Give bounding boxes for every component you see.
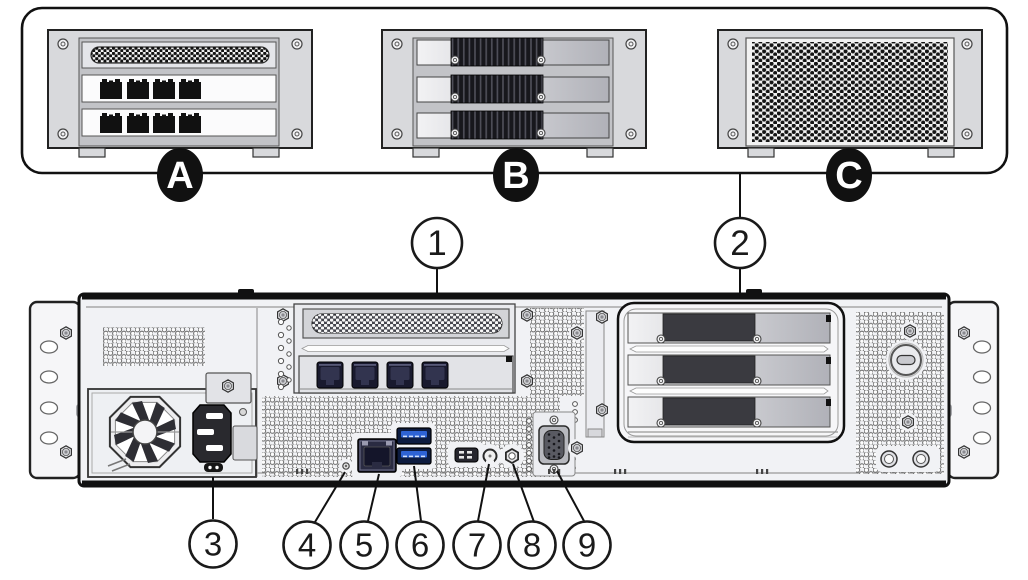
callout-3: 3 [188, 477, 238, 569]
rj45-port-icon [316, 361, 344, 389]
micro-connector [454, 447, 479, 463]
callouts-bottom: 3 4 5 6 7 8 9 [188, 463, 612, 570]
right-rack-ear [946, 300, 1000, 480]
detail-panel-c: C [717, 29, 983, 202]
callout-7: 7 [452, 463, 502, 570]
callout-7-text: 7 [468, 527, 486, 564]
chassis [28, 289, 1000, 488]
management-ethernet-port [357, 438, 397, 473]
psu-handle [107, 458, 131, 472]
perforated-vent [752, 42, 948, 142]
ethernet-ports [298, 355, 514, 394]
callout-9-text: 9 [578, 527, 596, 564]
heatsink-card-2 [416, 74, 610, 104]
callout-1-text: 1 [427, 224, 446, 263]
callout-5-text: 5 [355, 527, 373, 564]
round-button [482, 448, 498, 465]
nic-card-slot [277, 303, 534, 394]
callout-3-text: 3 [204, 526, 222, 563]
power-supply [87, 372, 258, 478]
heatsink-card-3 [416, 110, 610, 140]
callout-1: 1 [410, 216, 464, 365]
usb-port-icon [396, 427, 432, 445]
detail-panel-a: A [47, 29, 313, 202]
pcie-slot-1 [627, 312, 831, 344]
callout-6-text: 6 [411, 527, 429, 564]
callout-2: 2 [713, 173, 767, 305]
round-connectors [880, 450, 930, 468]
io-ports [339, 411, 586, 477]
hex-button [504, 447, 519, 465]
top-left-vent [103, 327, 205, 366]
ethernet-card-row-1 [81, 74, 277, 103]
detail-panels-container: A B [20, 6, 1009, 202]
psu-fan [108, 395, 182, 469]
power-inlet [192, 404, 232, 463]
status-led [342, 462, 350, 470]
detail-panel-b: B [381, 29, 647, 202]
ethernet-card-row-2 [81, 108, 277, 137]
mid-vent [530, 308, 584, 396]
callout-9: 9 [556, 470, 612, 570]
callout-4-text: 4 [298, 527, 316, 564]
callout-5: 5 [339, 473, 389, 570]
rj45-port-icon [100, 79, 122, 99]
detail-label-a-text: A [166, 155, 193, 197]
callout-2-text: 2 [730, 224, 749, 263]
detail-label-b: B [493, 148, 539, 202]
vga-port [532, 411, 576, 477]
callout-8-text: 8 [523, 527, 541, 564]
right-panel [876, 322, 940, 472]
latch-lock [888, 342, 924, 378]
callout-6: 6 [395, 465, 445, 570]
callout-4: 4 [282, 471, 346, 570]
bottom-ticks [296, 469, 769, 474]
callout-8: 8 [507, 463, 557, 570]
pcie-slot-3 [627, 396, 831, 428]
pcie-slots-cage [616, 301, 846, 444]
heatsink-card-1 [416, 37, 610, 67]
perforated-filler-slot [81, 41, 277, 69]
detail-label-c: C [826, 148, 872, 202]
left-rack-ear [28, 300, 82, 480]
heatsink-icon [450, 37, 544, 67]
detail-label-c-text: C [835, 155, 862, 197]
power-cord-retainer-clip [204, 463, 223, 472]
hole-column-vga-left [526, 418, 532, 472]
pcie-slot-2 [627, 354, 831, 386]
detail-label-b-text: B [502, 155, 529, 197]
detail-label-a: A [157, 148, 203, 202]
hole-column [277, 318, 292, 391]
filler-slot [302, 308, 510, 339]
